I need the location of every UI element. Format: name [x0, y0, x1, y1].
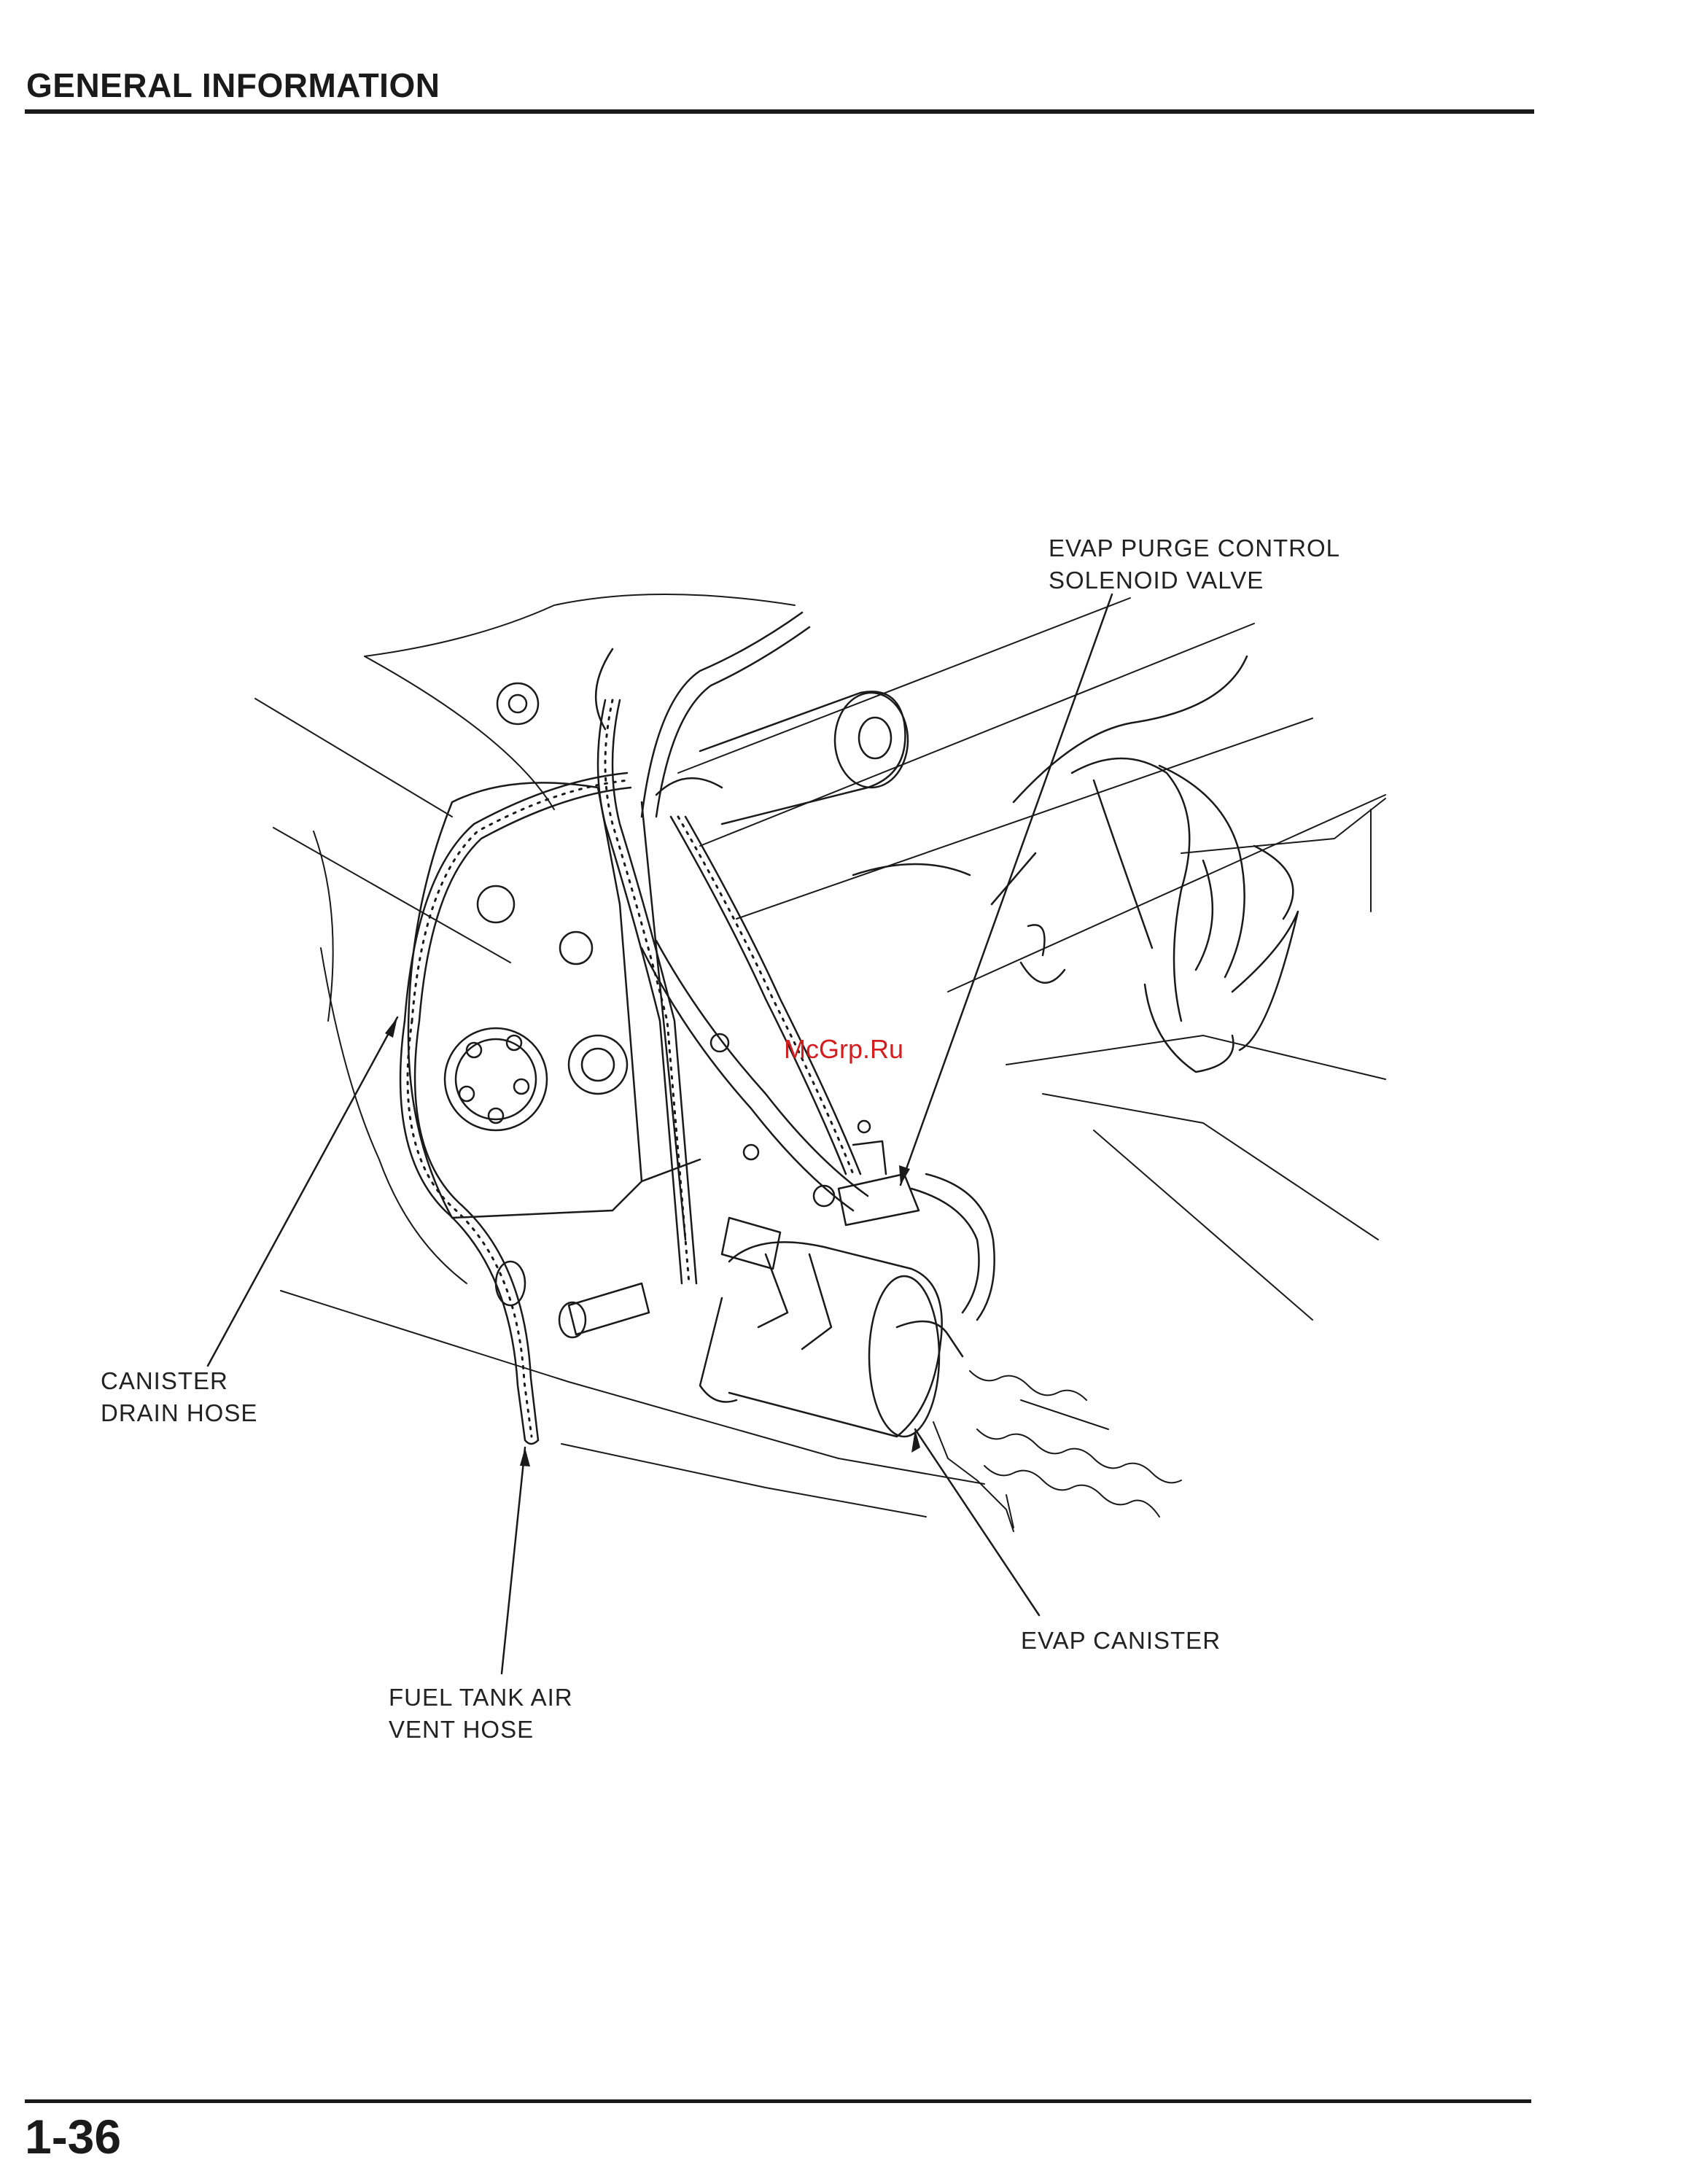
watermark: McGrp.Ru [784, 1034, 903, 1065]
leader-arrowheads [385, 1017, 920, 1466]
callout-drain-hose: CANISTER DRAIN HOSE [101, 1365, 257, 1429]
callout-drain-hose-line2: DRAIN HOSE [101, 1397, 257, 1429]
vent-hose [400, 773, 631, 1444]
callout-purge-valve-line2: SOLENOID VALVE [1049, 564, 1340, 596]
evap-canister [700, 1242, 963, 1437]
wiring [933, 1371, 1181, 1531]
leader-lines [208, 594, 1112, 1674]
page-number: 1-36 [25, 2109, 121, 2164]
callout-vent-hose: FUEL TANK AIR VENT HOSE [389, 1682, 573, 1746]
starter-motor [497, 683, 908, 824]
drain-hose [596, 613, 995, 1320]
callout-drain-hose-line1: CANISTER [101, 1365, 257, 1397]
callout-purge-valve-line1: EVAP PURGE CONTROL [1049, 532, 1340, 564]
callout-purge-valve: EVAP PURGE CONTROL SOLENOID VALVE [1049, 532, 1340, 596]
callout-evap-canister: EVAP CANISTER [1021, 1625, 1221, 1657]
callout-vent-hose-line2: VENT HOSE [389, 1714, 573, 1746]
callout-vent-hose-line1: FUEL TANK AIR [389, 1682, 573, 1714]
footer-rule [25, 2099, 1531, 2103]
callout-evap-canister-line1: EVAP CANISTER [1021, 1625, 1221, 1657]
